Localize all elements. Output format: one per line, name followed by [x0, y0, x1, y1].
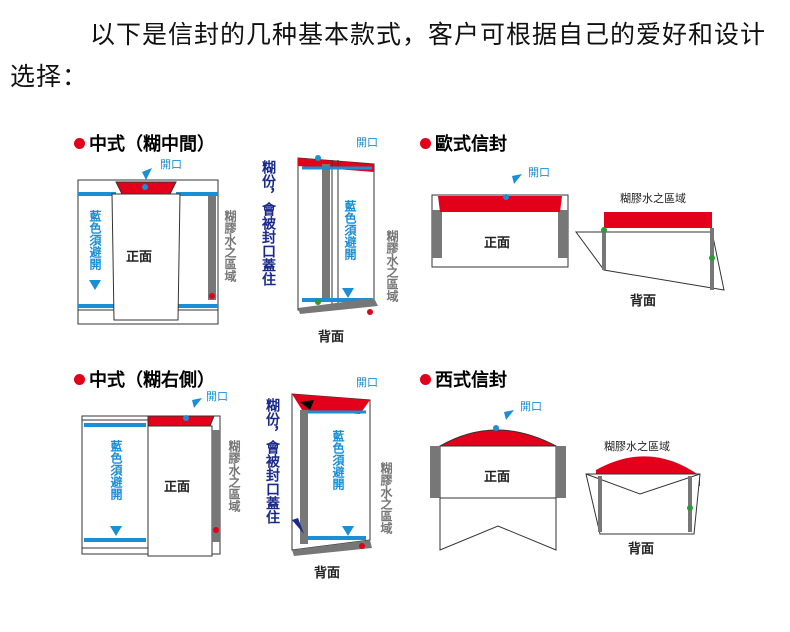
label-back-a: 背面 — [318, 330, 345, 345]
header-d: 西式信封 — [420, 366, 507, 392]
diagram-c-front — [81, 398, 221, 557]
label-glue-area-a-back: 糊膠水之區域 — [385, 230, 399, 302]
diagram-a-back — [297, 155, 378, 315]
diagram-b-open — [575, 212, 725, 291]
label-glue-note-a: 糊份，會被封口蓋住 — [260, 160, 276, 286]
label-blue-note-c-front: 藍色須避開 — [109, 440, 123, 500]
label-open-a-front: 開口 — [160, 158, 182, 171]
bullet-icon — [74, 373, 85, 385]
diagram-c-back — [291, 393, 372, 556]
label-back-b: 背面 — [630, 294, 657, 309]
label-back-d: 背面 — [628, 542, 655, 557]
label-glue-area-c-front: 糊膠水之區域 — [227, 440, 241, 512]
header-c: 中式（糊右側） — [74, 366, 215, 392]
label-front-a: 正面 — [126, 250, 153, 265]
label-glue-area-b: 糊膠水之區域 — [620, 192, 686, 205]
diagram-b-front — [431, 174, 569, 268]
label-glue-area-c-back: 糊膠水之區域 — [379, 462, 393, 534]
label-blue-note-a-front: 藍色須避開 — [88, 210, 102, 270]
label-back-c: 背面 — [314, 566, 341, 581]
intro-paragraph: 以下是信封的几种基本款式，客户可根据自己的爱好和设计选择： — [10, 20, 767, 91]
label-front-c: 正面 — [164, 480, 191, 495]
label-front-d: 正面 — [484, 470, 511, 485]
bullet-icon — [74, 137, 85, 149]
diagram-a-front — [77, 168, 219, 325]
label-open-b: 開口 — [528, 166, 550, 179]
label-open-c-front: 開口 — [206, 390, 228, 403]
label-glue-area-d: 糊膠水之區域 — [604, 440, 670, 453]
label-glue-note-c: 糊份，會被封口蓋住 — [264, 398, 280, 524]
label-glue-area-a-front: 糊膠水之區域 — [223, 210, 237, 282]
diagram-d-open — [585, 456, 701, 535]
diagram-d-front — [430, 410, 566, 551]
header-b: 歐式信封 — [420, 130, 507, 156]
label-front-b: 正面 — [484, 236, 511, 251]
label-open-c-back: 開口 — [356, 376, 378, 389]
header-a: 中式（糊中間） — [74, 130, 215, 156]
label-open-d: 開口 — [520, 400, 542, 413]
label-blue-note-a-back: 藍色須避開 — [343, 200, 357, 260]
bullet-icon — [420, 373, 431, 385]
label-open-a-back: 開口 — [356, 136, 378, 149]
label-blue-note-c-back: 藍色須避開 — [331, 430, 345, 490]
bullet-icon — [420, 137, 431, 149]
